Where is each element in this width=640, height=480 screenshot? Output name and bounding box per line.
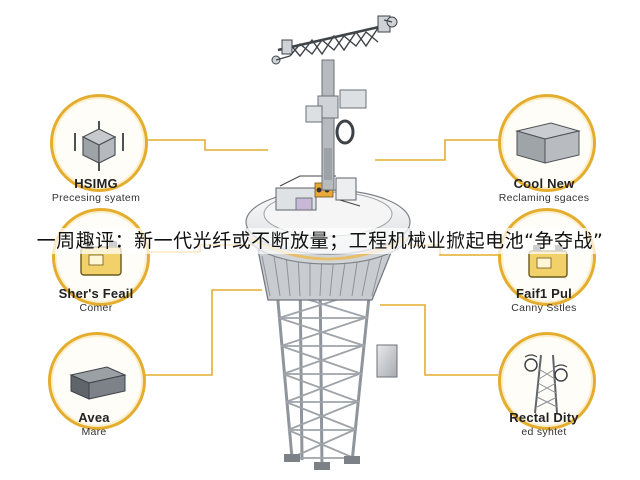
callout-circle-antenna [498,332,596,430]
callout-subtitle: Precesing syatem [51,192,141,204]
antenna-mast-icon [524,354,568,414]
server-unit-icon [69,366,127,400]
callout-circle-processing [50,94,148,192]
processing-module-icon [74,121,124,171]
callout-title: HSIMG [74,176,118,191]
callout-subtitle: Canny Sstles [511,302,577,314]
cooling-cabinet-icon [515,122,581,164]
callout-subtitle: ed syhtet [521,426,567,438]
connector-top-left [142,139,268,151]
callout-label-cooling: Cool New Reclaming sgaces [469,176,619,204]
callout-circle-cooling [498,94,596,192]
tower-base [284,454,360,470]
callout-label-battery-left: Sher's Feail Comer [21,286,171,314]
callout-circle-server [48,332,146,430]
callout-label-server: Avea Mare [19,410,169,438]
callout-title: Rectal Dity [509,410,579,425]
callout-label-battery-right: Faif1 Pul Canny Sstles [469,286,619,314]
callout-title: Faif1 Pul [516,286,572,301]
callout-circle-battery-right [498,208,596,306]
connector-bottom-right [380,304,498,376]
connector-top-right [375,139,498,161]
callout-subtitle: Mare [81,426,107,438]
callout-title: Cool New [513,176,575,191]
connector-bottom-left [138,289,262,376]
mast [305,59,367,191]
callout-title: Sher's Feail [58,286,134,301]
callout-label-antenna: Rectal Dity ed syhtet [469,410,619,438]
callout-title: Avea [78,410,110,425]
callout-subtitle: Comer [79,302,113,314]
callout-label-processing: HSIMG Precesing syatem [21,176,171,204]
tower-cabinet [376,344,398,378]
headline-overlay: 一周趣评：新一代光纤或不断放量；工程机械业掀起电池“争夺战” [0,228,640,254]
callout-circle-battery-left [52,208,150,306]
callout-subtitle: Reclaming sgaces [498,192,590,204]
antenna-array [271,15,398,65]
